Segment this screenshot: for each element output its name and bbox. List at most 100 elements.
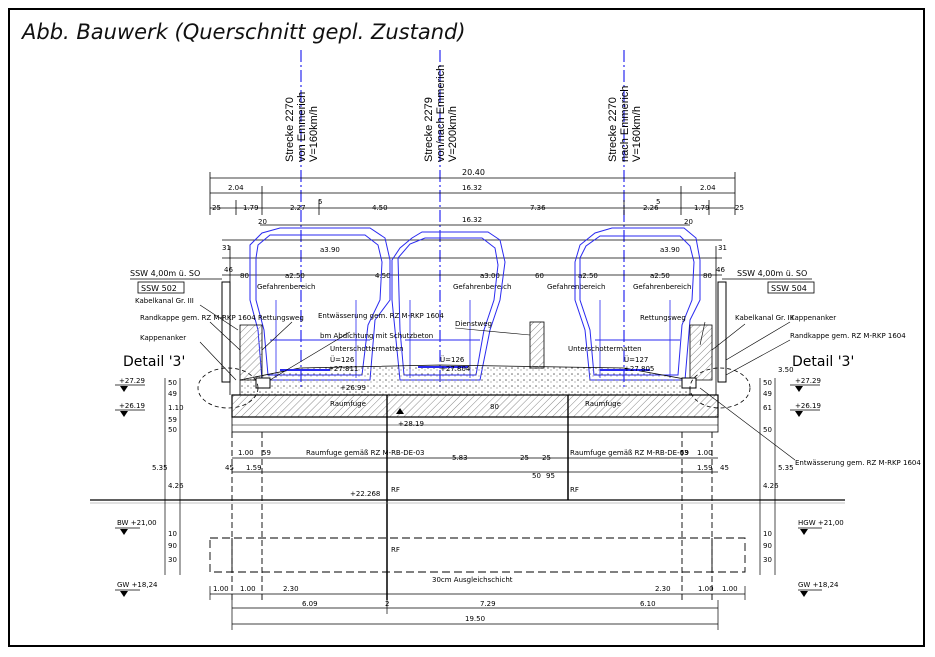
dim-b2: 2: [385, 600, 389, 608]
deck-lower-layer: [231, 416, 719, 433]
h27804: +27.804: [440, 365, 471, 373]
rettung-left: Rettungsweg: [258, 314, 304, 322]
dim-a390-left: a3.90: [320, 246, 340, 254]
track-axes: [300, 50, 625, 390]
h22268: +22.268: [350, 490, 380, 498]
dim-45-left: 45: [225, 464, 234, 472]
dim-46-right: 46: [716, 266, 725, 274]
unterschotter-1: Unterschottermatten: [330, 345, 404, 353]
leader-lines: [199, 304, 796, 461]
dim-b230-right: 2.30: [655, 585, 671, 593]
gw-left-label: GW +18,24: [117, 581, 158, 589]
dim-583: 5.83: [452, 454, 468, 462]
v535-right: 5.35: [778, 464, 794, 472]
kabel-left: Kabelkanal Gr. III: [135, 297, 194, 305]
dim-b610: 6.10: [640, 600, 656, 608]
v426-left: 4.26: [168, 482, 184, 490]
d90-right: 90: [763, 542, 772, 550]
h27811: +27.811: [328, 365, 358, 373]
dim-b100-3: 1.00: [698, 585, 714, 593]
dim-left-cap: 2.04: [228, 184, 244, 192]
dim-a300: a3.00: [480, 272, 500, 280]
right-vertical-dims: [759, 378, 822, 591]
cable-duct-left: [239, 324, 263, 381]
dim-80-left: 80: [240, 272, 249, 280]
level-markers: [120, 386, 808, 597]
dim-5-right: 5: [656, 198, 660, 206]
mid-dimension-values: 1.00 59 45 1.59 5.83 25 25 50 95 59 1.00…: [225, 449, 729, 480]
ssw504-label: SSW 504: [771, 284, 807, 293]
gw-right-label: GW +18,24: [798, 581, 839, 589]
track2-dir: von/nach Emmerich: [435, 65, 447, 162]
top-dimension-values: 20.40 2.04 16.32 2.04 25 1.79 2.27 5 4.5…: [212, 168, 744, 280]
ssw-left-label: SSW 4,00m ü. SO: [130, 269, 200, 278]
dim-b729: 7.29: [480, 600, 496, 608]
deck-slab: [231, 394, 719, 418]
dim-25-mid-r: 25: [542, 454, 551, 462]
cable-duct-right: [689, 324, 713, 381]
gauge-verticals: [275, 300, 671, 378]
dim-25-mid-l: 25: [520, 454, 529, 462]
unterschotter-2: Unterschottermatten: [568, 345, 642, 353]
kabel-right: Kabelkanal Gr. III: [735, 314, 794, 322]
dim-right-cap: 2.04: [700, 184, 716, 192]
dim-159-right: 1.59: [697, 464, 713, 472]
dim-100-right: 1.00: [697, 449, 713, 457]
dim-25-right: 25: [735, 204, 744, 212]
annotations: Kabelkanal Gr. III Randkappe gem. RZ M-R…: [135, 297, 921, 584]
figure-caption: Abb. Bauwerk (Querschnitt gepl. Zustand): [22, 20, 466, 44]
entw-right: Entwässerung gem. RZ M-RKP 1604: [795, 459, 921, 467]
v110: 1.10: [168, 404, 184, 412]
dim-227: 2.27: [290, 204, 306, 212]
left-vertical-values: +27.29 +26.19 BW +21,00 GW +18,24 50 49 …: [117, 377, 184, 589]
h27805: +27.805: [624, 365, 654, 373]
clearance-gauges: [249, 227, 701, 381]
dim-179-left: 1.79: [243, 204, 259, 212]
kappenanker-right: Kappenanker: [790, 314, 836, 322]
d49: 49: [168, 390, 177, 398]
gefahr-1: Gefahrenbereich: [257, 283, 315, 291]
substructure: [90, 432, 845, 600]
left-vertical-dims: [115, 378, 181, 591]
bottom-dimension-values: 1.00 1.00 2.30 2.30 1.00 1.00 6.09 2 7.2…: [213, 585, 738, 623]
dim-159-left: 1.59: [246, 464, 262, 472]
u127: Ü=127: [624, 355, 648, 364]
dim-b230-left: 2.30: [283, 585, 299, 593]
d10-left: 10: [168, 530, 177, 538]
track2-speed: V=200km/h: [447, 106, 459, 162]
dienstweg: Dienstweg: [455, 320, 492, 328]
dim-736: 7.36: [530, 204, 546, 212]
gefahr-4: Gefahrenbereich: [633, 283, 691, 291]
raumfuge-1: Raumfuge: [330, 400, 366, 408]
bottom-dimension-lines: [209, 586, 746, 630]
randkappe-left: Randkappe gem. RZ M-RKP 1604: [140, 314, 256, 322]
h2699: +26.99: [340, 384, 366, 392]
dim-mid-width: 16.32: [462, 184, 482, 192]
dim-overall: 20.40: [462, 168, 485, 177]
dim-60: 60: [535, 272, 544, 280]
dim-a250-1: a2.50: [285, 272, 305, 280]
track1-line: Strecke 2270: [284, 97, 296, 162]
h2729-right: +27.29: [795, 377, 821, 385]
track2-line: Strecke 2279: [423, 97, 435, 162]
dim-100-left: 1.00: [238, 449, 254, 457]
d30-left: 30: [168, 556, 177, 564]
dim-20-right: 20: [684, 218, 693, 226]
mid-dimension-lines: [232, 457, 718, 473]
ssw-right-label: SSW 4,00m ü. SO: [737, 269, 807, 278]
rf-right: Raumfuge gemäß RZ M-RB-DE-03: [570, 449, 689, 457]
h2819: +28.19: [398, 420, 424, 428]
bridge-deck: 80: [221, 281, 727, 433]
raumfuge-2: Raumfuge: [585, 400, 621, 408]
abdichtung: bm Abdichtung mit Schutzbeton: [320, 332, 433, 340]
h2729-left: +27.29: [119, 377, 145, 385]
dim-50-mid: 50: [532, 472, 541, 480]
d90-left: 90: [168, 542, 177, 550]
dim-20-left: 20: [258, 218, 267, 226]
rf-2: RF: [570, 486, 579, 494]
gefahr-2: Gefahrenbereich: [453, 283, 511, 291]
right-vertical-values: +27.29 +26.19 HGW +21,00 GW +18,24 3.50 …: [763, 366, 844, 589]
d10-right: 10: [763, 530, 772, 538]
detail-right-label: Detail '3': [792, 354, 854, 370]
d49-right: 49: [763, 390, 772, 398]
